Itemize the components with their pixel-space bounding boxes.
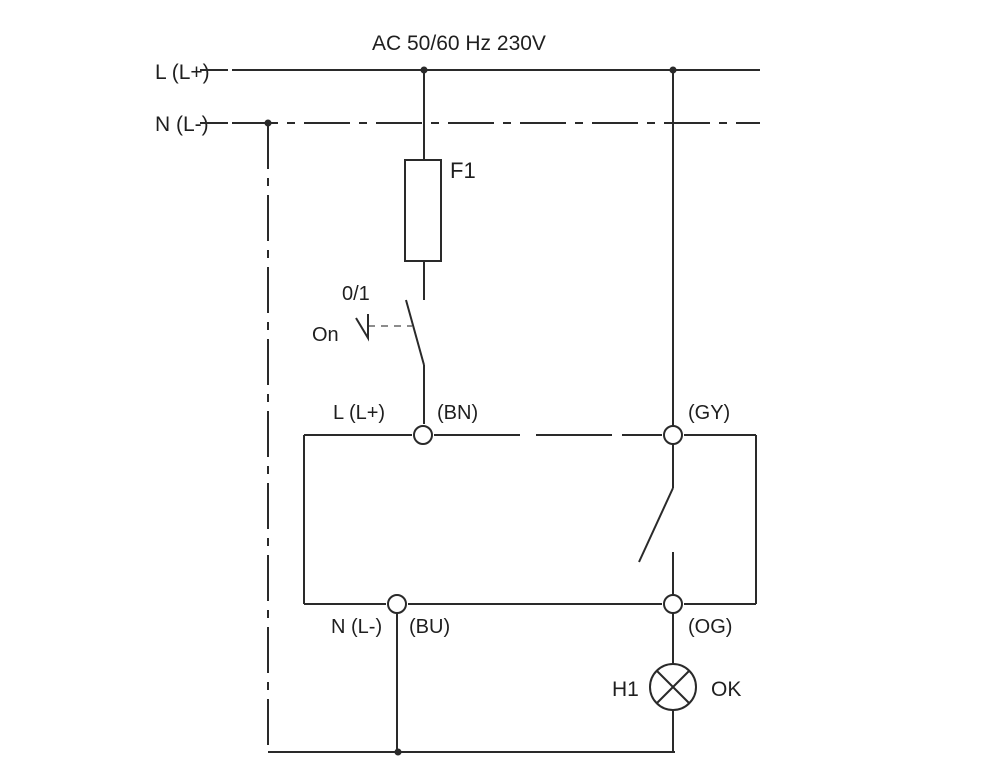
neutral-rail <box>200 119 760 127</box>
terminal-n <box>387 594 407 614</box>
terminal-l-color: (BN) <box>437 402 478 424</box>
fuse-f1 <box>404 159 442 262</box>
device-enclosure <box>303 434 757 605</box>
output-contact <box>638 444 674 595</box>
neutral-rail-label: N (L-) <box>155 113 209 136</box>
lamp-label: H1 <box>612 678 639 701</box>
switch-actuator-icon <box>355 314 369 342</box>
lamp-icon <box>649 663 697 711</box>
terminal-l <box>413 425 433 445</box>
lamp-state-label: OK <box>711 678 741 701</box>
switch-position-label: 0/1 <box>342 283 370 305</box>
terminal-n-label: N (L-) <box>331 616 382 638</box>
terminal-og <box>663 594 683 614</box>
terminal-gy-color: (GY) <box>688 402 730 424</box>
terminal-n-color: (BU) <box>409 616 450 638</box>
neutral-return-wire <box>267 123 675 756</box>
fuse-label: F1 <box>450 158 476 183</box>
terminal-og-color: (OG) <box>688 616 732 638</box>
line-rail-label: L (L+) <box>155 61 210 84</box>
fuse-branch <box>404 70 442 300</box>
terminal-gy <box>663 425 683 445</box>
switch-state-label: On <box>312 324 339 346</box>
terminal-l-label: L (L+) <box>333 402 385 424</box>
line-rail <box>200 66 760 74</box>
supply-label: AC 50/60 Hz 230V <box>372 32 546 55</box>
manual-switch <box>355 299 425 424</box>
